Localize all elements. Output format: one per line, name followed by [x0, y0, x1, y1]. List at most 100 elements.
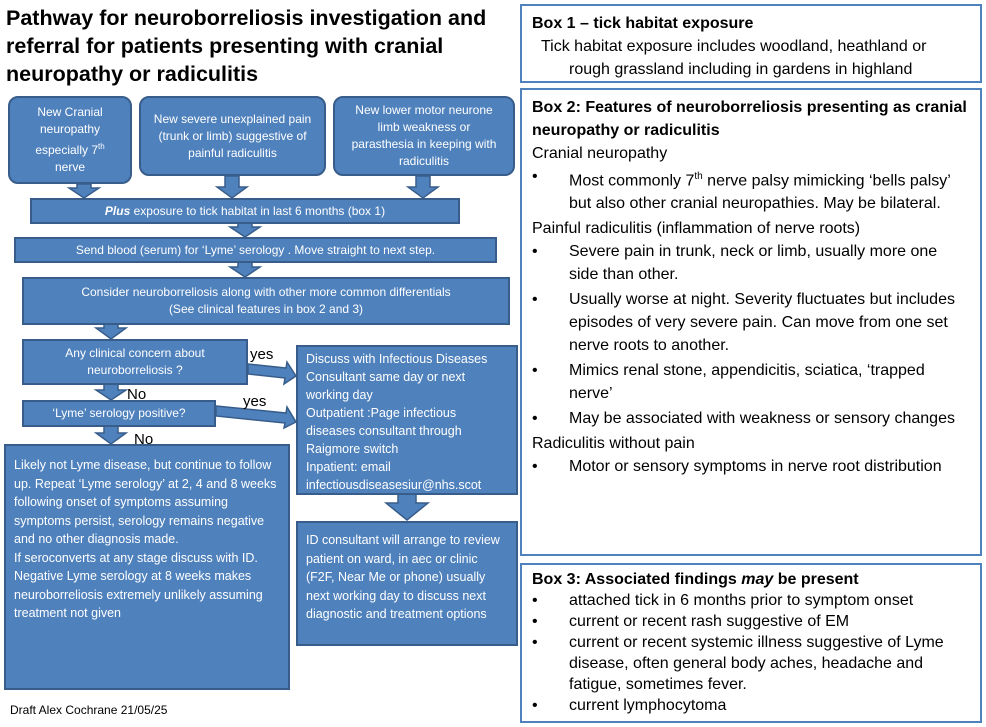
box3-heading-post: be present [773, 571, 859, 588]
box-new-severe-pain: New severe unexplained pain (trunk or li… [139, 96, 326, 176]
box2-b1-pre: Most commonly 7 [569, 172, 695, 190]
box1-heading: Box 1 – tick habitat exposure [532, 15, 754, 32]
arrow-yes2-right [215, 404, 298, 430]
arrow-blood-down [227, 261, 263, 278]
box2-bullet-5: • May be associated with weakness or sens… [532, 407, 970, 430]
arrow-pain-down [214, 175, 250, 199]
box-consider-neuroborreliosis: Consider neuroborreliosis along with oth… [22, 277, 510, 325]
box-tick-exposure: Plus exposure to tick habitat in last 6 … [30, 198, 460, 224]
bullet-dot: • [532, 291, 538, 309]
box2-bullet-1: • Most commonly 7th nerve palsy mimicking… [532, 165, 970, 215]
box2-b5: May be associated with weakness or senso… [569, 410, 955, 428]
arrow-consider-down [93, 323, 129, 340]
likely-not-p2: If seroconverts at any stage discuss wit… [14, 550, 258, 565]
cranial-line4: nerve [54, 160, 86, 174]
draft-footer: Draft Alex Cochrane 21/05/25 [10, 703, 168, 717]
box2-bullet-4: • Mimics renal stone, appendicitis, sciat… [532, 359, 970, 405]
box2-b4: Mimics renal stone, appendicitis, sciati… [569, 362, 925, 403]
discuss-l3: working day [306, 388, 373, 402]
box3-b4: current lymphocytoma [569, 697, 727, 714]
box2-sub-radiculitis: Painful radiculitis (inflammation of ner… [532, 220, 861, 238]
box3-b3: current or recent systemic illness sugge… [569, 634, 944, 693]
box3-bullet-2: • current or recent rash suggestive of EM [532, 611, 970, 632]
discuss-l5: diseases consultant through [306, 424, 462, 438]
discuss-l1: Discuss with Infectious Diseases [306, 352, 488, 366]
concern-text: Any clinical concern about neuroborrelio… [65, 346, 205, 377]
discuss-l4: Outpatient :Page infectious [306, 406, 457, 420]
cranial-line2: neuropathy [39, 122, 101, 136]
bullet-dot: • [532, 362, 538, 380]
box-new-cranial-neuropathy: New Cranial neuropathy especially 7th ne… [8, 96, 132, 184]
discuss-email: infectiousdiseasesiur@nhs.scot [306, 478, 482, 492]
box2-bullet-6: • Motor or sensory symptoms in nerve root… [532, 455, 970, 478]
box2-b1-sup: th [694, 171, 703, 182]
bullet-dot: • [532, 168, 538, 185]
exposure-text: exposure to tick habitat in last 6 month… [130, 203, 386, 218]
bullet-dot: • [532, 458, 538, 476]
arrow-cranial-down [66, 183, 102, 199]
bullet-dot: • [532, 634, 538, 651]
box3-heading: Box 3: Associated findings may be presen… [532, 569, 970, 590]
cranial-sup: th [98, 142, 105, 151]
arrow-no2-down [93, 425, 129, 445]
box2-sub-without-pain: Radiculitis without pain [532, 435, 695, 453]
label-no-concern: No [127, 386, 147, 403]
box2-b2: Severe pain in trunk, neck or limb, usua… [569, 243, 938, 284]
likely-not-p1: Likely not Lyme disease, but continue to… [14, 458, 277, 546]
bullet-dot: • [532, 613, 538, 630]
consider-line1: Consider neuroborreliosis along with oth… [81, 285, 451, 299]
bullet-dot: • [532, 410, 538, 428]
bullet-dot: • [532, 243, 538, 261]
cranial-line1: New Cranial [37, 105, 103, 119]
box3-b1: attached tick in 6 months prior to sympt… [569, 592, 914, 609]
exposure-plus: Plus [104, 203, 131, 218]
id-consultant-text: ID consultant will arrange to review pat… [306, 533, 500, 621]
label-no-serology: No [134, 431, 154, 448]
discuss-l7: Inpatient: email [306, 460, 391, 474]
arrow-yes1-right [247, 359, 298, 386]
box3-heading-em: may [741, 571, 774, 588]
arrow-exposure-down [227, 222, 263, 238]
consider-line2: (See clinical features in box 2 and 3) [168, 302, 364, 316]
send-blood-text: Send blood (serum) for ‘Lyme’ serology .… [75, 242, 436, 257]
page-title: Pathway for neuroborreliosis investigati… [6, 6, 487, 86]
box2-b3: Usually worse at night. Severity fluctua… [569, 291, 955, 355]
box1-tick-habitat: Box 1 – tick habitat exposure Tick habit… [520, 4, 982, 83]
box3-associated-findings: Box 3: Associated findings may be presen… [520, 563, 982, 723]
box2-b1-post: nerve palsy mimicking ‘bells palsy’ but … [569, 172, 951, 213]
box-new-lower-motor: New lower motor neurone limb weakness or… [333, 96, 515, 176]
box1-text: Tick habitat exposure includes woodland,… [541, 38, 927, 78]
box2-bullet-2: • Severe pain in trunk, neck or limb, usu… [532, 240, 970, 286]
discuss-l2: Consultant same day or next [306, 370, 466, 384]
box-discuss-id: Discuss with Infectious Diseases Consult… [296, 345, 518, 495]
box2-sub-cranial: Cranial neuropathy [532, 145, 668, 162]
bullet-dot: • [532, 592, 538, 609]
box-clinical-concern: Any clinical concern about neuroborrelio… [22, 339, 248, 385]
box3-heading-pre: Box 3: Associated findings [532, 571, 742, 588]
box-send-blood: Send blood (serum) for ‘Lyme’ serology .… [14, 237, 497, 263]
box3-bullet-4: • current lymphocytoma [532, 695, 970, 716]
box-serology-positive: ‘Lyme’ serology positive? [22, 400, 216, 427]
lower-motor-text: New lower motor neurone limb weakness or… [351, 103, 497, 168]
box-id-consultant: ID consultant will arrange to review pat… [296, 521, 518, 646]
arrow-motor-down [405, 175, 441, 199]
box3-bullet-1: • attached tick in 6 months prior to symp… [532, 590, 970, 611]
serology-text: ‘Lyme’ serology positive? [52, 406, 186, 420]
label-yes-serology: yes [243, 393, 267, 410]
cranial-line3: especially 7 [35, 143, 99, 157]
label-yes-concern: yes [250, 346, 274, 363]
box2-bullet-3: • Usually worse at night. Severity fluctu… [532, 288, 970, 357]
likely-not-p3: Negative Lyme serology at 8 weeks makes … [14, 569, 263, 620]
discuss-l6: Raigmore switch [306, 442, 399, 456]
bullet-dot: • [532, 697, 538, 714]
arrow-no1-down [93, 383, 129, 401]
box2-b6: Motor or sensory symptoms in nerve root … [569, 458, 942, 476]
severe-pain-text: New severe unexplained pain (trunk or li… [153, 111, 312, 160]
box3-b2: current or recent rash suggestive of EM [569, 613, 850, 630]
box3-bullet-3: • current or recent systemic illness sugg… [532, 632, 970, 695]
box2-features: Box 2: Features of neuroborreliosis pres… [520, 88, 982, 556]
box-likely-not-lyme: Likely not Lyme disease, but continue to… [4, 444, 290, 690]
arrow-discuss-down [383, 493, 431, 521]
box2-heading: Box 2: Features of neuroborreliosis pres… [532, 99, 967, 139]
